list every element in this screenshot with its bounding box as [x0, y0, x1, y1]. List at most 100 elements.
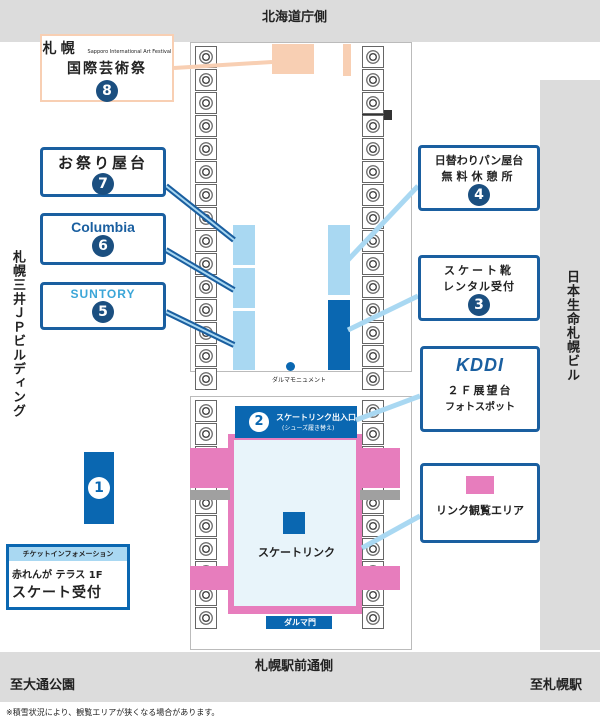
daruma-monument-label: ダルマモニュメント: [272, 377, 327, 384]
rink-center-marker: [283, 512, 305, 534]
south-street-label: 札幌駅前通側: [255, 659, 334, 674]
tree-icon: [195, 345, 217, 367]
tree-icon: [362, 322, 384, 344]
ticket-info-line2: スケート受付: [12, 585, 102, 601]
bread-stall-line2: 無料休憩所: [441, 170, 517, 183]
art-festival-title-1: 札幌 Sapporo International Art Festival: [42, 41, 172, 57]
tree-icon: [195, 46, 217, 68]
daruma-gate-label: ダルマ門: [284, 618, 316, 627]
tree-icon: [195, 299, 217, 321]
west-grey-strip: [190, 490, 230, 500]
tree-icon: [362, 538, 384, 560]
tree-icon: [362, 400, 384, 422]
callout-6-num: 6: [92, 235, 114, 257]
ticket-info-header: チケットインフォメーション: [9, 547, 127, 561]
tree-icon: [195, 515, 217, 537]
callout-bread-stall: 日替わりパン屋台 無料休憩所 4: [418, 145, 540, 211]
tree-icon: [195, 276, 217, 298]
tree-icon: [362, 115, 384, 137]
daruma-gate: [266, 616, 332, 629]
tree-icon: [195, 69, 217, 91]
ticket-info-line1: 赤れんが テラス 1F: [12, 570, 103, 581]
west-building-label: 札幌三井ＪＰビルディング: [10, 250, 25, 418]
booth-block-4: [328, 225, 350, 295]
suntory-logo-text: SUNTORY: [70, 287, 136, 301]
east-building-label: 日本生命札幌ビル: [564, 270, 579, 382]
callout-art-festival: 札幌 Sapporo International Art Festival 国際…: [40, 34, 174, 102]
west-pink-strip-2: [190, 566, 230, 590]
callout-skate-rental: スケート靴 レンタル受付 3: [418, 255, 540, 321]
tree-icon: [195, 607, 217, 629]
observatory-line1: ２Ｆ展望台: [447, 384, 513, 397]
south-road: [0, 652, 600, 702]
tree-icon: [362, 368, 384, 390]
booth-block-3: [328, 300, 350, 370]
tree-icon: [362, 607, 384, 629]
observatory-line2: フォトスポット: [445, 402, 515, 413]
booth-block-5b: [233, 340, 255, 370]
west-pink-strip: [190, 448, 230, 488]
tree-icon: [195, 423, 217, 445]
north-street-label: 北海道庁側: [262, 10, 328, 25]
callout-viewing-area: リンク観覧エリア: [420, 463, 540, 543]
tree-icon: [195, 322, 217, 344]
callout-5-num: 5: [92, 301, 114, 323]
tree-icon: [362, 230, 384, 252]
tree-icon: [362, 161, 384, 183]
callout-festival-stalls: お祭り屋台 7: [40, 147, 166, 197]
ticket-booth-num: 1: [88, 477, 110, 499]
tree-icon: [195, 92, 217, 114]
tree-icon: [362, 345, 384, 367]
tree-icon: [362, 423, 384, 445]
tree-icon: [195, 230, 217, 252]
east-pink-strip: [360, 448, 400, 488]
bread-stall-line1: 日替わりパン屋台: [434, 154, 524, 167]
tree-icon: [362, 276, 384, 298]
callout-4-num: 4: [468, 184, 490, 206]
tree-icon: [362, 515, 384, 537]
tree-icon: [195, 253, 217, 275]
booth-block-7: [233, 225, 255, 265]
columbia-logo-text: Columbia: [71, 219, 135, 235]
east-grey-strip: [360, 490, 400, 500]
tree-icon: [195, 368, 217, 390]
tree-icon: [195, 161, 217, 183]
callout-8-num: 8: [96, 80, 118, 102]
tree-icon: [195, 400, 217, 422]
tree-icon: [362, 92, 384, 114]
tree-icon: [362, 138, 384, 160]
rink-label: スケートリンク: [258, 546, 335, 559]
skate-rental-line2: レンタル受付: [443, 280, 515, 293]
entrance-line1: スケートリンク出入口: [276, 413, 356, 422]
tree-icon: [362, 69, 384, 91]
festival-stalls-title: お祭り屋台: [57, 154, 148, 172]
tree-icon: [362, 46, 384, 68]
east-building-block: [540, 80, 600, 650]
viewing-area-title: リンク観覧エリア: [436, 504, 524, 517]
callout-7-num: 7: [92, 173, 114, 195]
tree-icon: [362, 184, 384, 206]
tree-icon: [362, 299, 384, 321]
entrance-num: 2: [249, 412, 269, 432]
tree-icon: [195, 184, 217, 206]
tree-icon: [195, 207, 217, 229]
tree-icon: [195, 115, 217, 137]
kddi-logo: KDDI: [456, 355, 504, 375]
entrance-line2: (シューズ履き替え): [282, 425, 335, 432]
tree-icon: [362, 253, 384, 275]
callout-columbia: Columbia 6: [40, 213, 166, 265]
viewing-area-swatch: [466, 476, 494, 494]
callout-kddi-observatory: KDDI ２Ｆ展望台 フォトスポット: [420, 346, 540, 432]
callout-suntory: SUNTORY 5: [40, 282, 166, 330]
skate-rental-line1: スケート靴: [444, 264, 514, 277]
north-stage: [272, 44, 314, 74]
callout-3-num: 3: [468, 294, 490, 316]
daruma-monument-dot: [286, 362, 295, 371]
art-festival-title-2: 国際芸術祭: [67, 61, 147, 77]
tree-icon: [195, 138, 217, 160]
east-pink-strip-2: [360, 566, 400, 590]
north-post: [343, 44, 351, 76]
to-odori-label: 至大通公園: [10, 678, 76, 693]
to-sapporo-label: 至札幌駅: [530, 678, 583, 693]
booth-block-6: [233, 268, 255, 308]
